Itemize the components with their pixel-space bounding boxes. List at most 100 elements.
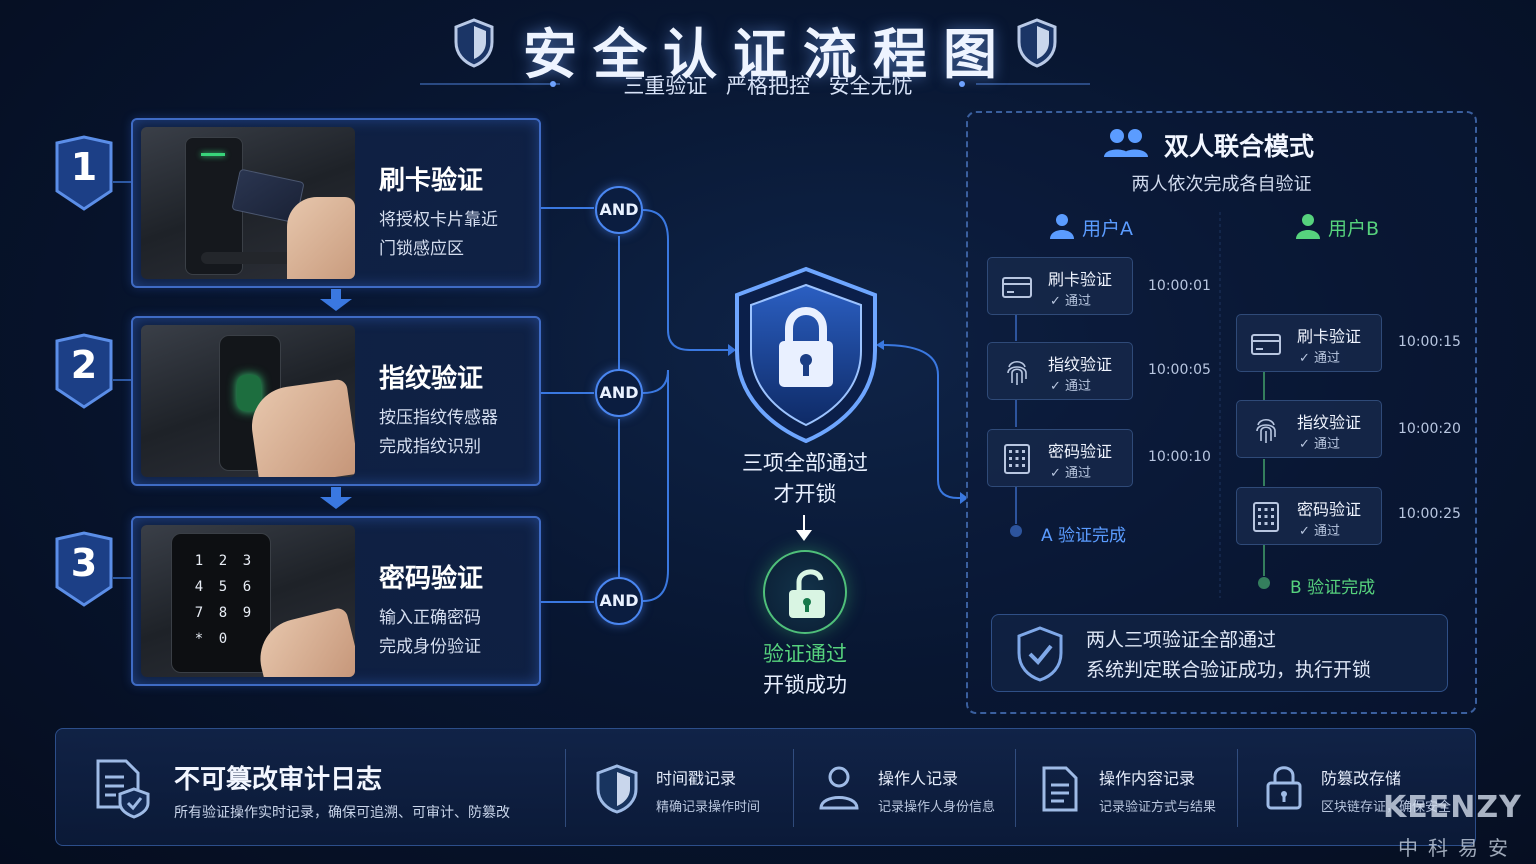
step-time: 10:00:20: [1398, 421, 1461, 437]
desc-line: 按压指纹传感器: [379, 408, 498, 428]
desc-line: 输入正确密码: [379, 608, 481, 628]
step-label: 刷卡验证: [1297, 327, 1362, 346]
audit-log-bar: 不可篡改审计日志 所有验证操作实时记录，确保可追溯、可审计、防篡改 时间戳记录 …: [55, 728, 1476, 846]
feature-desc: 记录验证方式与结果: [1099, 800, 1217, 815]
lock-icon: [1266, 766, 1302, 810]
keypad-key: 5: [218, 579, 228, 595]
shield-check-icon: [1017, 626, 1063, 682]
user-b-fingerprint-step: 指纹验证 ✓ 通过: [1236, 400, 1382, 458]
step-description: 将授权卡片靠近 门锁感应区: [379, 206, 539, 264]
and-gate: AND: [595, 369, 643, 417]
step-status: ✓ 通过: [1299, 437, 1341, 452]
card-reader-photo: [141, 127, 355, 279]
divider: [793, 749, 794, 827]
keypad-key: 2: [218, 553, 228, 569]
card-icon: [1251, 334, 1281, 355]
desc-line: 完成身份验证: [379, 637, 481, 657]
keypad-key: 1: [194, 553, 204, 569]
user-icon: [1050, 214, 1074, 239]
arrow-stem: [331, 289, 341, 299]
result-line: 验证通过: [763, 642, 847, 666]
divider: [1237, 749, 1238, 827]
fingerprint-icon: [1256, 418, 1276, 443]
step-status: ✓ 通过: [1050, 466, 1092, 481]
feature-desc: 区块链存证，确保安全: [1321, 800, 1452, 815]
keypad-key: 9: [242, 605, 252, 621]
step-label: 密码验证: [1297, 500, 1362, 519]
step-status: ✓ 通过: [1299, 524, 1341, 539]
step-badge-1: 1: [53, 135, 115, 213]
center-caption: 三项全部通过 才开锁: [705, 448, 905, 510]
result-caption: 验证通过 开锁成功: [705, 639, 905, 701]
fingerprint-icon: [1007, 360, 1027, 385]
user-icon: [1296, 214, 1320, 239]
shield-icon: [454, 18, 494, 68]
and-gate: AND: [595, 186, 643, 234]
feature-label: 防篡改存储: [1321, 769, 1402, 788]
feature-desc: 精确记录操作时间: [656, 800, 761, 815]
step-number: 3: [70, 541, 98, 585]
step-card-card: 刷卡验证 将授权卡片靠近 门锁感应区: [131, 118, 541, 288]
note-line: 两人三项验证全部通过: [1086, 629, 1277, 651]
user-b-done: B 验证完成: [1290, 578, 1376, 598]
note-text: 两人三项验证全部通过 系统判定联合验证成功，执行开锁: [1086, 625, 1371, 685]
audit-description: 所有验证操作实时记录，确保可追溯、可审计、防篡改: [174, 805, 510, 821]
step-time: 10:00:15: [1398, 334, 1461, 350]
dual-mode-panel: [966, 111, 1477, 714]
page-title: 安全认证流程图: [523, 23, 1013, 86]
keypad-key: 4: [194, 579, 204, 595]
arrow-down-icon: [320, 497, 352, 509]
and-gate: AND: [595, 577, 643, 625]
step-title: 密码验证: [379, 564, 484, 594]
badge-shape-icon: [55, 135, 113, 211]
feature-desc: 记录操作人身份信息: [878, 800, 996, 815]
feature-label: 操作人记录: [878, 769, 959, 788]
badge-shape-icon: [55, 333, 113, 409]
step-status: ✓ 通过: [1299, 351, 1341, 366]
brand-logo: KEENZY: [1383, 790, 1522, 825]
user-a-fingerprint-step: 指纹验证 ✓ 通过: [987, 342, 1133, 400]
step-time: 10:00:10: [1148, 449, 1211, 465]
divider: [565, 749, 566, 827]
step-card-fingerprint: 指纹验证 按压指纹传感器 完成指纹识别: [131, 316, 541, 486]
users-icon: [1104, 129, 1148, 157]
keypad-key: 8: [218, 605, 228, 621]
keypad-icon: [1004, 444, 1030, 474]
caption-line: 三项全部通过: [742, 451, 868, 475]
step-time: 10:00:01: [1148, 278, 1211, 294]
step-label: 刷卡验证: [1048, 270, 1113, 289]
step-number: 1: [70, 145, 98, 189]
desc-line: 将授权卡片靠近: [379, 210, 498, 230]
user-b-label: 用户B: [1328, 218, 1380, 240]
step-time: 10:00:05: [1148, 362, 1211, 378]
user-b-card-step: 刷卡验证 ✓ 通过: [1236, 314, 1382, 372]
divider: [1015, 749, 1016, 827]
arrow-stem: [331, 487, 341, 497]
user-b-password-step: 密码验证 ✓ 通过: [1236, 487, 1382, 545]
step-badge-2: 2: [53, 333, 115, 411]
step-label: 指纹验证: [1048, 355, 1113, 374]
keypad-key: 7: [194, 605, 204, 621]
step-description: 输入正确密码 完成身份验证: [379, 604, 539, 662]
audit-title: 不可篡改审计日志: [174, 765, 383, 795]
step-title: 刷卡验证: [379, 166, 484, 196]
step-status: ✓ 通过: [1050, 294, 1092, 309]
feature-label: 操作内容记录: [1099, 769, 1196, 788]
step-label: 密码验证: [1048, 442, 1113, 461]
keypad-key: 6: [242, 579, 252, 595]
step-status: ✓ 通过: [1050, 379, 1092, 394]
user-a-password-step: 密码验证 ✓ 通过: [987, 429, 1133, 487]
keypad-key: 0: [218, 631, 228, 647]
shield-icon: [1017, 18, 1057, 68]
keypad-key: *: [194, 631, 204, 647]
step-badge-3: 3: [53, 531, 115, 609]
step-time: 10:00:25: [1398, 506, 1461, 522]
desc-line: 门锁感应区: [379, 239, 464, 259]
arrow-down-icon: [320, 299, 352, 311]
feature-label: 时间戳记录: [656, 769, 737, 788]
document-icon: [1042, 766, 1078, 812]
step-label: 指纹验证: [1297, 413, 1362, 432]
